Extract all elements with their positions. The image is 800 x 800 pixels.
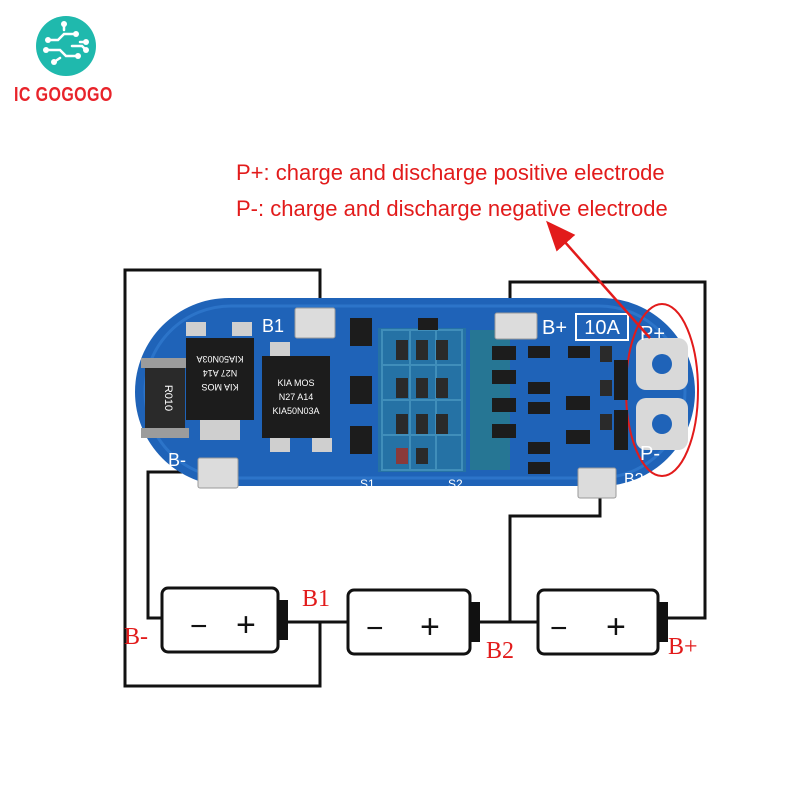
mosfet-a-line-0: KIA50N03A: [196, 354, 243, 364]
pad-b2: [577, 467, 617, 499]
node-label-bplus: B+: [668, 634, 698, 660]
annotation-arrow: [546, 220, 651, 339]
output-pads: [625, 303, 699, 477]
pad-bplus: [494, 312, 538, 340]
board-label-b1: B1: [262, 316, 284, 336]
battery-3-minus: −: [550, 612, 568, 645]
battery-1-plus: +: [236, 606, 256, 644]
board-label-bminus: B-: [168, 450, 186, 470]
note-p-plus: P+: charge and discharge positive electr…: [236, 160, 665, 185]
board-label-pplus: P+: [640, 323, 665, 345]
node-labels: B- B1 B2 B+: [124, 586, 698, 664]
pcb-pads: [197, 307, 617, 499]
batteries: − + − + − +: [160, 586, 668, 656]
battery-2: − +: [346, 588, 480, 656]
mosfet-b: KIA MOS N27 A14 KIA50N03A: [262, 342, 332, 452]
mosfet-b-line-1: N27 A14: [279, 392, 314, 402]
battery-2-plus: +: [420, 608, 440, 646]
wire-bplus-to-bplus-node: [508, 280, 707, 620]
battery-1-minus: −: [190, 610, 208, 643]
board-label-pminus: P-: [640, 443, 660, 465]
node-label-b2: B2: [486, 638, 514, 664]
wire-b1-to-b1-node: [123, 268, 322, 688]
mosfet-b-line-2: KIA50N03A: [272, 406, 319, 416]
board-label-s2: S2: [448, 477, 463, 491]
brand-logo-icon: [36, 16, 96, 76]
board-label-s1: S1: [360, 477, 375, 491]
wires: [123, 268, 707, 688]
battery-2-minus: −: [366, 612, 384, 645]
node-label-b1: B1: [302, 586, 330, 612]
mosfet-a-line-1: N27 A14: [203, 368, 238, 378]
board-label-bplus: B+: [542, 317, 567, 339]
wire-bminus-to-bminus-node: [146, 470, 205, 620]
smd-components: [350, 318, 628, 474]
pad-b1: [294, 307, 336, 339]
board-label-rating: 10A: [584, 317, 620, 339]
resistor-code: R010: [162, 385, 174, 411]
shunt-resistor: R010: [141, 358, 189, 438]
pcb-silkscreen: B1 B+ 10A P+ P- B- B2 S1 S2: [168, 313, 665, 491]
battery-3-plus: +: [606, 608, 626, 646]
mosfet-a: KIA50N03A N27 A14 KIA MOS: [186, 322, 254, 440]
mosfet-b-line-0: KIA MOS: [277, 378, 314, 388]
mosfet-a-line-2: KIA MOS: [201, 382, 238, 392]
battery-1: − +: [160, 586, 288, 654]
brand-name: IC GOGOGO: [14, 84, 113, 106]
node-label-bminus: B-: [124, 624, 148, 650]
battery-3: − +: [536, 588, 668, 656]
board-label-b2: B2: [624, 471, 644, 488]
pad-bminus: [197, 457, 239, 489]
note-p-minus: P-: charge and discharge negative electr…: [236, 196, 668, 221]
